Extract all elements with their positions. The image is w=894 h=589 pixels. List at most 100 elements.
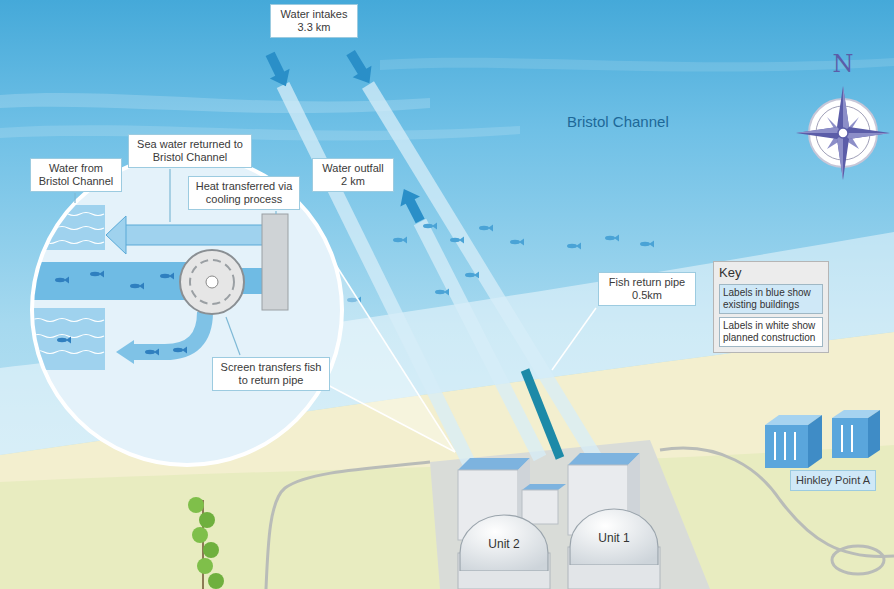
node-text: Water from Bristol Channel [36,162,116,188]
node-text: Water intakes 3.3 km [276,8,352,34]
compass-part [796,127,843,133]
sea-fish-part [450,237,464,244]
legend-text: Labels in white show planned constructio… [723,320,815,343]
planned-callout-box: Water from Bristol Channel [30,158,122,192]
plant-platform [430,440,710,589]
cooling-process-part-part [145,349,159,356]
hinkley-a-buildings-part [868,410,880,458]
reactor-buildings-part [568,453,640,465]
cooling-process-part-part [90,271,104,278]
sea-fish-part [393,237,407,244]
sea-fish-part [479,225,493,232]
planned-callout-box: Water outfall 2 km [312,158,394,192]
hinkley-a-buildings-part [808,415,822,468]
cooling-process-part [28,308,105,370]
compass-north: N [831,50,855,78]
sea-fish-part [465,272,479,279]
inset-leaders-part [275,211,276,214]
cooling-process-part [190,260,234,304]
reactor-dome: Unit 2 [458,513,550,571]
planned-callout-box: Heat transferred via cooling process [188,176,300,210]
legend-swatch: Labels in blue show existing buildings [719,284,823,314]
reactor-buildings-part [522,484,566,490]
sea-fish-part [423,223,437,230]
compass-part [843,133,890,139]
node-text: Unit 1 [598,531,629,545]
compass-part [843,86,849,133]
hinkley-a-buildings-part [775,432,795,460]
cooling-process-part [106,216,126,254]
cooling-process-part [262,214,288,310]
planned-callout-box: Sea water returned to Bristol Channel [128,134,252,168]
legend-text: Labels in blue show existing buildings [723,287,811,310]
flow-arrows-part [260,49,296,91]
reactor-dome: Unit 1 [568,507,660,565]
cooling-process-part [134,312,205,352]
cooling-pipes-part [420,222,540,458]
sea-name: Bristol Channel [567,113,669,130]
compass [796,86,890,180]
sea-fish-part [640,241,654,248]
roads-part [832,546,884,574]
legend-swatch: Labels in white show planned constructio… [719,317,823,347]
cooling-process-part [116,340,134,364]
node-text: Hinkley Point A [796,474,870,487]
cooling-process-part [55,271,187,356]
reactor-buildings-part [522,490,558,524]
flow-arrows-part [341,47,379,89]
sea-part [0,93,430,113]
cooling-process-part [28,262,193,300]
cooling-pipes-part [525,370,560,458]
key-title: Key [719,265,823,281]
trees-part [203,542,219,558]
reactor-buildings [458,453,660,589]
inset-cone-part [322,382,455,452]
reactor-buildings-part [458,458,530,470]
planned-callout-box: Water intakes 3.3 km [270,4,358,38]
dome-shape [460,515,548,571]
planned-callout-box: Fish return pipe 0.5km [598,272,696,306]
sea-fish-part [435,289,449,296]
trees-part [197,558,213,574]
sea-fish-part [605,235,619,242]
hinkley-a-buildings-part [832,418,868,458]
hinkley-a-buildings-part [842,425,852,452]
trees-part [192,527,208,543]
roads-part [266,462,430,589]
key-panel: KeyLabels in blue show existing building… [713,261,829,353]
cooling-process-part-part [160,273,174,280]
trees [188,497,224,589]
cooling-process-part [206,276,218,288]
compass-part [838,128,848,138]
compass-part [796,86,890,180]
cooling-process-part-part [57,337,71,344]
node-text: Fish return pipe 0.5km [604,276,690,302]
cooling-process-part [180,250,244,314]
fish-pipe-leader-part [552,308,596,370]
node-text: Heat transferred via cooling process [194,180,294,206]
inset-leaders-part [74,193,75,203]
node-text: Water outfall 2 km [318,162,388,188]
trees-part [199,512,215,528]
node-text: Screen transfers fish to return pipe [218,361,324,387]
flow-arrows-part [394,184,430,226]
node-text: Unit 2 [488,537,519,551]
planned-callout-box: Screen transfers fish to return pipe [212,357,330,391]
inset-leaders-part [169,169,170,222]
cooling-process-part-part [55,277,69,284]
fish-pipe-leader [552,308,596,370]
sea-part [380,58,894,72]
compass-part [837,133,843,180]
roads [266,448,894,589]
trees-part [208,573,224,589]
node-text: Sea water returned to Bristol Channel [134,138,246,164]
cooling-process-part [125,225,265,245]
dome-shape [570,509,658,565]
cooling-process-part-part [173,347,187,354]
trees-part [188,497,204,513]
sea-fish-part [567,243,581,250]
hinkley-a-buildings-part [765,425,808,468]
